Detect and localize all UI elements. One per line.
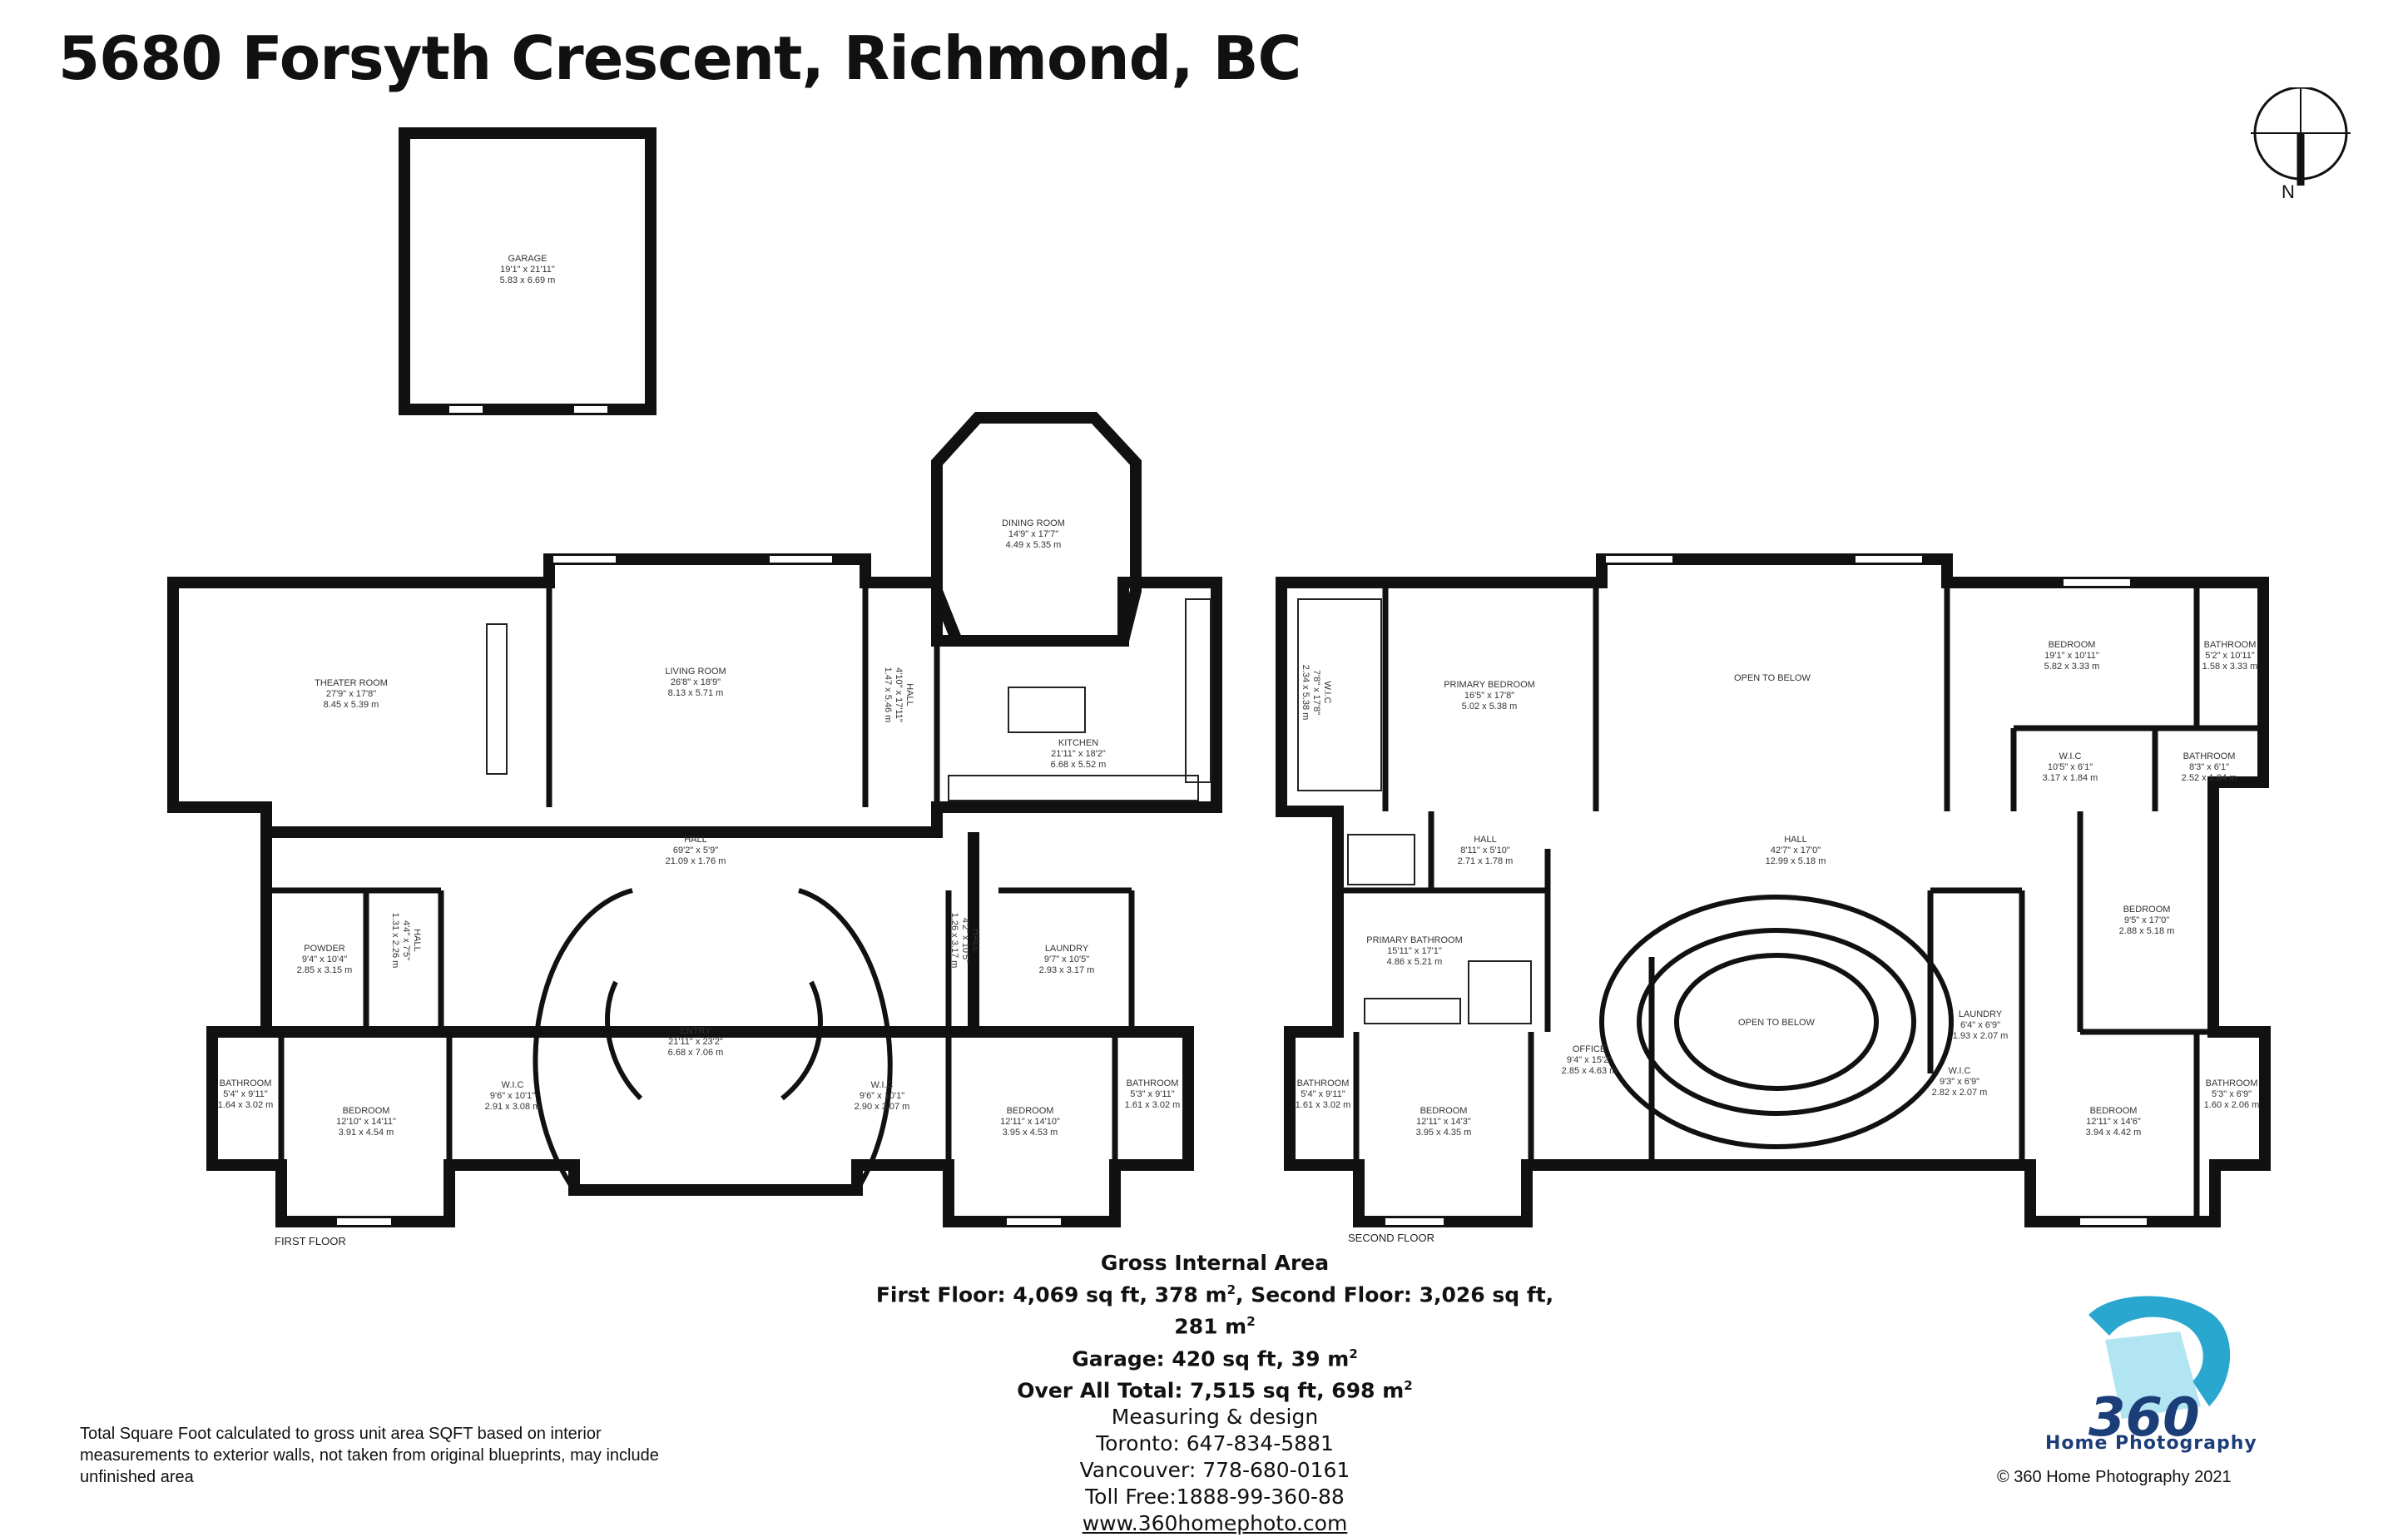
room-hall-main-name: HALL bbox=[684, 835, 707, 845]
room-living-name: LIVING ROOM bbox=[665, 667, 726, 677]
svg-text:W.I.C9'6" x 10'1"2.90 x 3.07 m: W.I.C9'6" x 10'1"2.90 x 3.07 m bbox=[855, 1080, 910, 1112]
360-logo-icon: 360 bbox=[2088, 1296, 2231, 1449]
room-wic-1a-name: W.I.C bbox=[502, 1080, 524, 1090]
room-bed-2b-name: BEDROOM bbox=[2123, 905, 2171, 915]
room-theater-name: THEATER ROOM bbox=[315, 678, 388, 688]
second-floor-label: SECOND FLOOR bbox=[1348, 1232, 1434, 1244]
svg-text:HALL4'2" x 10'5"1.26 x 3.17 m: HALL4'2" x 10'5"1.26 x 3.17 m bbox=[949, 913, 981, 969]
first-floor-label: FIRST FLOOR bbox=[275, 1235, 346, 1247]
room-wic-2a-name: W.I.C bbox=[1322, 682, 1332, 704]
room-entry-name: ENTRY bbox=[680, 1026, 711, 1036]
room-kitchen-name: KITCHEN bbox=[1058, 738, 1098, 748]
svg-text:W.I.C7'8" x 17'8"2.34 x 5.38 m: W.I.C7'8" x 17'8"2.34 x 5.38 m bbox=[1301, 665, 1332, 721]
garage-walls bbox=[399, 127, 657, 415]
compass-icon bbox=[2251, 87, 2351, 186]
website-link[interactable]: www.360homephoto.com bbox=[1082, 1511, 1348, 1536]
room-office-name: OFFICE bbox=[1573, 1044, 1606, 1054]
phone-toronto: Toronto: 647-834-5881 bbox=[1096, 1431, 1334, 1456]
svg-text:HALL4'10" x 17'11"1.47 x 5.46: HALL4'10" x 17'11"1.47 x 5.46 m bbox=[883, 667, 914, 723]
room-bath-1b-name: BATHROOM bbox=[1127, 1078, 1179, 1088]
room-laundry-first-name: LAUNDRY bbox=[1045, 944, 1089, 954]
room-open-lower: OPEN TO BELOW bbox=[1738, 1018, 1816, 1028]
phone-vancouver: Vancouver: 778-680-0161 bbox=[1079, 1458, 1350, 1483]
room-bath-1a-name: BATHROOM bbox=[220, 1078, 272, 1088]
measuring-design: Measuring & design bbox=[1111, 1405, 1319, 1430]
room-open-upper: OPEN TO BELOW bbox=[1734, 673, 1811, 683]
area-floors-line: First Floor: 4,069 sq ft, 378 m2, Second… bbox=[875, 1282, 1554, 1339]
room-bed-1b-name: BEDROOM bbox=[1007, 1106, 1054, 1116]
copyright: © 360 Home Photography 2021 bbox=[1997, 1468, 2232, 1486]
area-garage-line: Garage: 420 sq ft, 39 m2 bbox=[1072, 1346, 1358, 1371]
svg-text:W.I.C9'6" x 10'1"2.91 x 3.08 m: W.I.C9'6" x 10'1"2.91 x 3.08 m bbox=[485, 1080, 541, 1112]
svg-text:HALL4'4" x 7'5"1.31 x 2.26 m: HALL4'4" x 7'5"1.31 x 2.26 m bbox=[390, 913, 422, 969]
room-bath-2b-name: BATHROOM bbox=[2183, 751, 2236, 761]
room-laundry-second-name: LAUNDRY bbox=[1959, 1009, 2003, 1019]
svg-text:W.I.C10'5" x 6'1"3.17 x 1.84 m: W.I.C10'5" x 6'1"3.17 x 1.84 m bbox=[2043, 751, 2098, 783]
area-total-line: Over All Total: 7,515 sq ft, 698 m2 bbox=[1017, 1377, 1413, 1403]
room-wic-2c-name: W.I.C bbox=[1949, 1066, 1971, 1076]
room-bed-2c-name: BEDROOM bbox=[1420, 1106, 1468, 1116]
room-bath-2d-name: BATHROOM bbox=[2206, 1078, 2258, 1088]
room-primary-bed-name: PRIMARY BEDROOM bbox=[1444, 680, 1535, 690]
north-label: N bbox=[2282, 181, 2295, 202]
room-bath-2a-name: BATHROOM bbox=[2204, 640, 2257, 650]
first-floor-mid-walls bbox=[260, 807, 979, 1038]
room-hall-vertical-name: HALL bbox=[904, 683, 914, 707]
room-hall-small-left-name: HALL bbox=[412, 929, 422, 952]
room-hall-2b-name: HALL bbox=[1784, 835, 1807, 845]
room-bed-1a-name: BEDROOM bbox=[343, 1106, 390, 1116]
phone-tollfree: Toll Free:1888-99-360-88 bbox=[1085, 1485, 1345, 1510]
room-dining-name: DINING ROOM bbox=[1002, 518, 1065, 528]
first-floor-lower-walls bbox=[206, 1026, 1194, 1227]
room-powder-name: POWDER bbox=[304, 944, 345, 954]
room-bed-2d-name: BEDROOM bbox=[2090, 1106, 2138, 1116]
room-hall-2a-name: HALL bbox=[1474, 835, 1497, 845]
room-primary-bath-name: PRIMARY BATHROOM bbox=[1366, 935, 1463, 945]
room-bed-2a-name: BEDROOM bbox=[2049, 640, 2096, 650]
room-hall-small-right-name: HALL bbox=[971, 929, 981, 952]
page-title: 5680 Forsyth Crescent, Richmond, BC bbox=[58, 23, 1301, 93]
area-heading: Gross Internal Area bbox=[1100, 1251, 1330, 1275]
gross-area-summary: Gross Internal Area First Floor: 4,069 s… bbox=[874, 1250, 1556, 1537]
footnote: Total Square Foot calculated to gross un… bbox=[80, 1425, 659, 1486]
logo-caption: Home Photography bbox=[2045, 1433, 2257, 1454]
svg-text:W.I.C9'3" x 6'9"2.82 x 2.07 m: W.I.C9'3" x 6'9"2.82 x 2.07 m bbox=[1932, 1066, 1988, 1098]
room-bath-2c-name: BATHROOM bbox=[1297, 1078, 1350, 1088]
room-wic-2b-name: W.I.C bbox=[2059, 751, 2082, 761]
room-wic-1b-name: W.I.C bbox=[871, 1080, 894, 1090]
svg-text:360: 360 bbox=[2088, 1387, 2200, 1449]
room-garage-name: GARAGE bbox=[508, 254, 547, 264]
